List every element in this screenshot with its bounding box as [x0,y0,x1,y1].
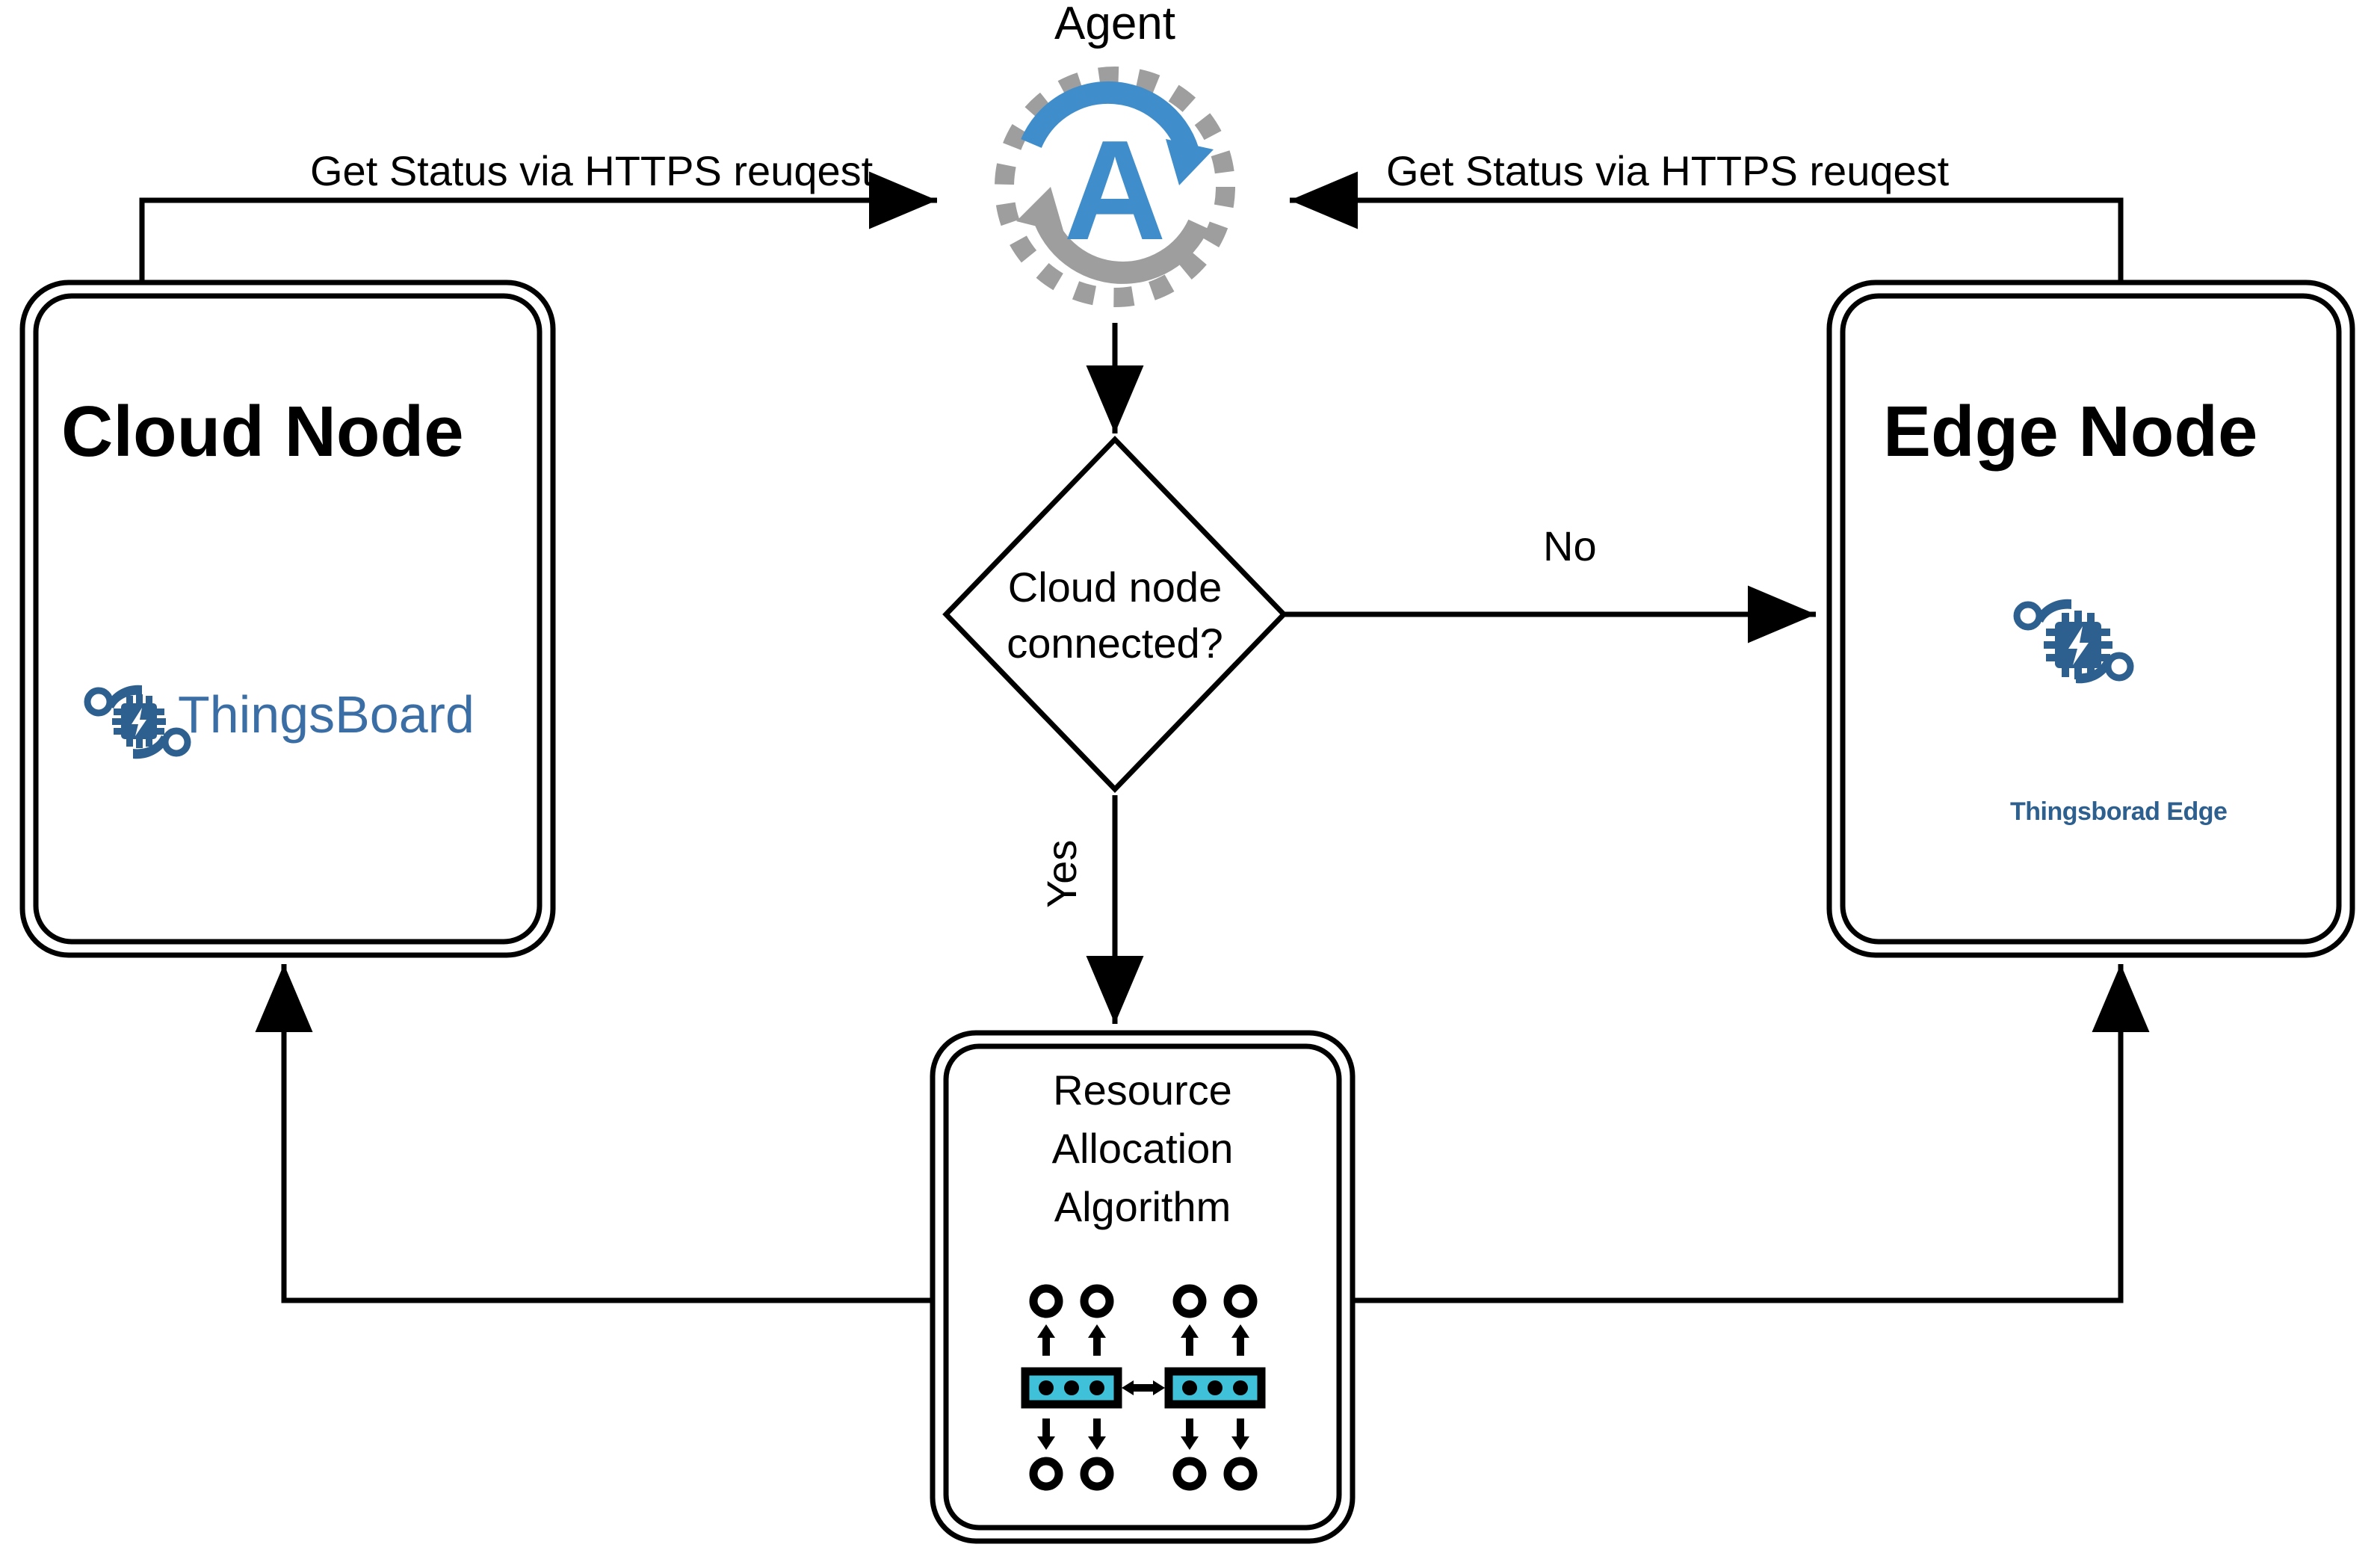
edge-label-left-status: Get Status via HTTPS reuqest [310,147,874,194]
edge-label-right-status: Get Status via HTTPS reuqest [1386,147,1950,194]
thingsboard-logo-icon [84,685,191,759]
bidirectional-arrow-icon [1122,1380,1165,1395]
edge-node-box[interactable]: Edge Node [1826,280,2355,958]
thingsboard-logo-text: ThingsBoard [178,685,475,744]
agent-refresh-icon: A [995,67,1235,307]
resource-allocation-box[interactable]: Resource Allocation Algorithm [930,1030,1356,1544]
edge-label-no: No [1543,522,1597,569]
thingsboard-edge-logo-icon [2013,599,2134,684]
load-balancer-bar-right [1164,1367,1266,1409]
cloud-node-title: Cloud Node [61,392,464,472]
resource-text-line2: Allocation [1052,1125,1234,1172]
edge-label-yes: Yes [1038,840,1085,908]
agent-label: Agent [1054,0,1175,49]
agent-node[interactable]: Agent A [995,0,1235,307]
connector-cloud-to-agent [139,171,937,283]
connector-resource-to-edge [1353,964,2150,1303]
cloud-node-box[interactable]: Cloud Node [19,280,556,958]
thingsboard-edge-logo-text: Thingsborad Edge [2010,797,2227,826]
connector-edge-to-agent [1290,171,2124,283]
decision-text-line1: Cloud node [1008,564,1222,611]
decision-text-line2: connected? [1007,620,1223,667]
load-balancer-icon [1021,1284,1266,1491]
edge-node-title: Edge Node [1883,392,2257,472]
decision-diamond[interactable]: Cloud node connected? [942,435,1288,794]
connector-resource-to-cloud [255,964,933,1303]
resource-text-line3: Algorithm [1054,1183,1231,1230]
resource-text-line1: Resource [1053,1066,1232,1114]
agent-letter: A [1063,111,1166,270]
load-balancer-bar-left [1021,1367,1122,1409]
